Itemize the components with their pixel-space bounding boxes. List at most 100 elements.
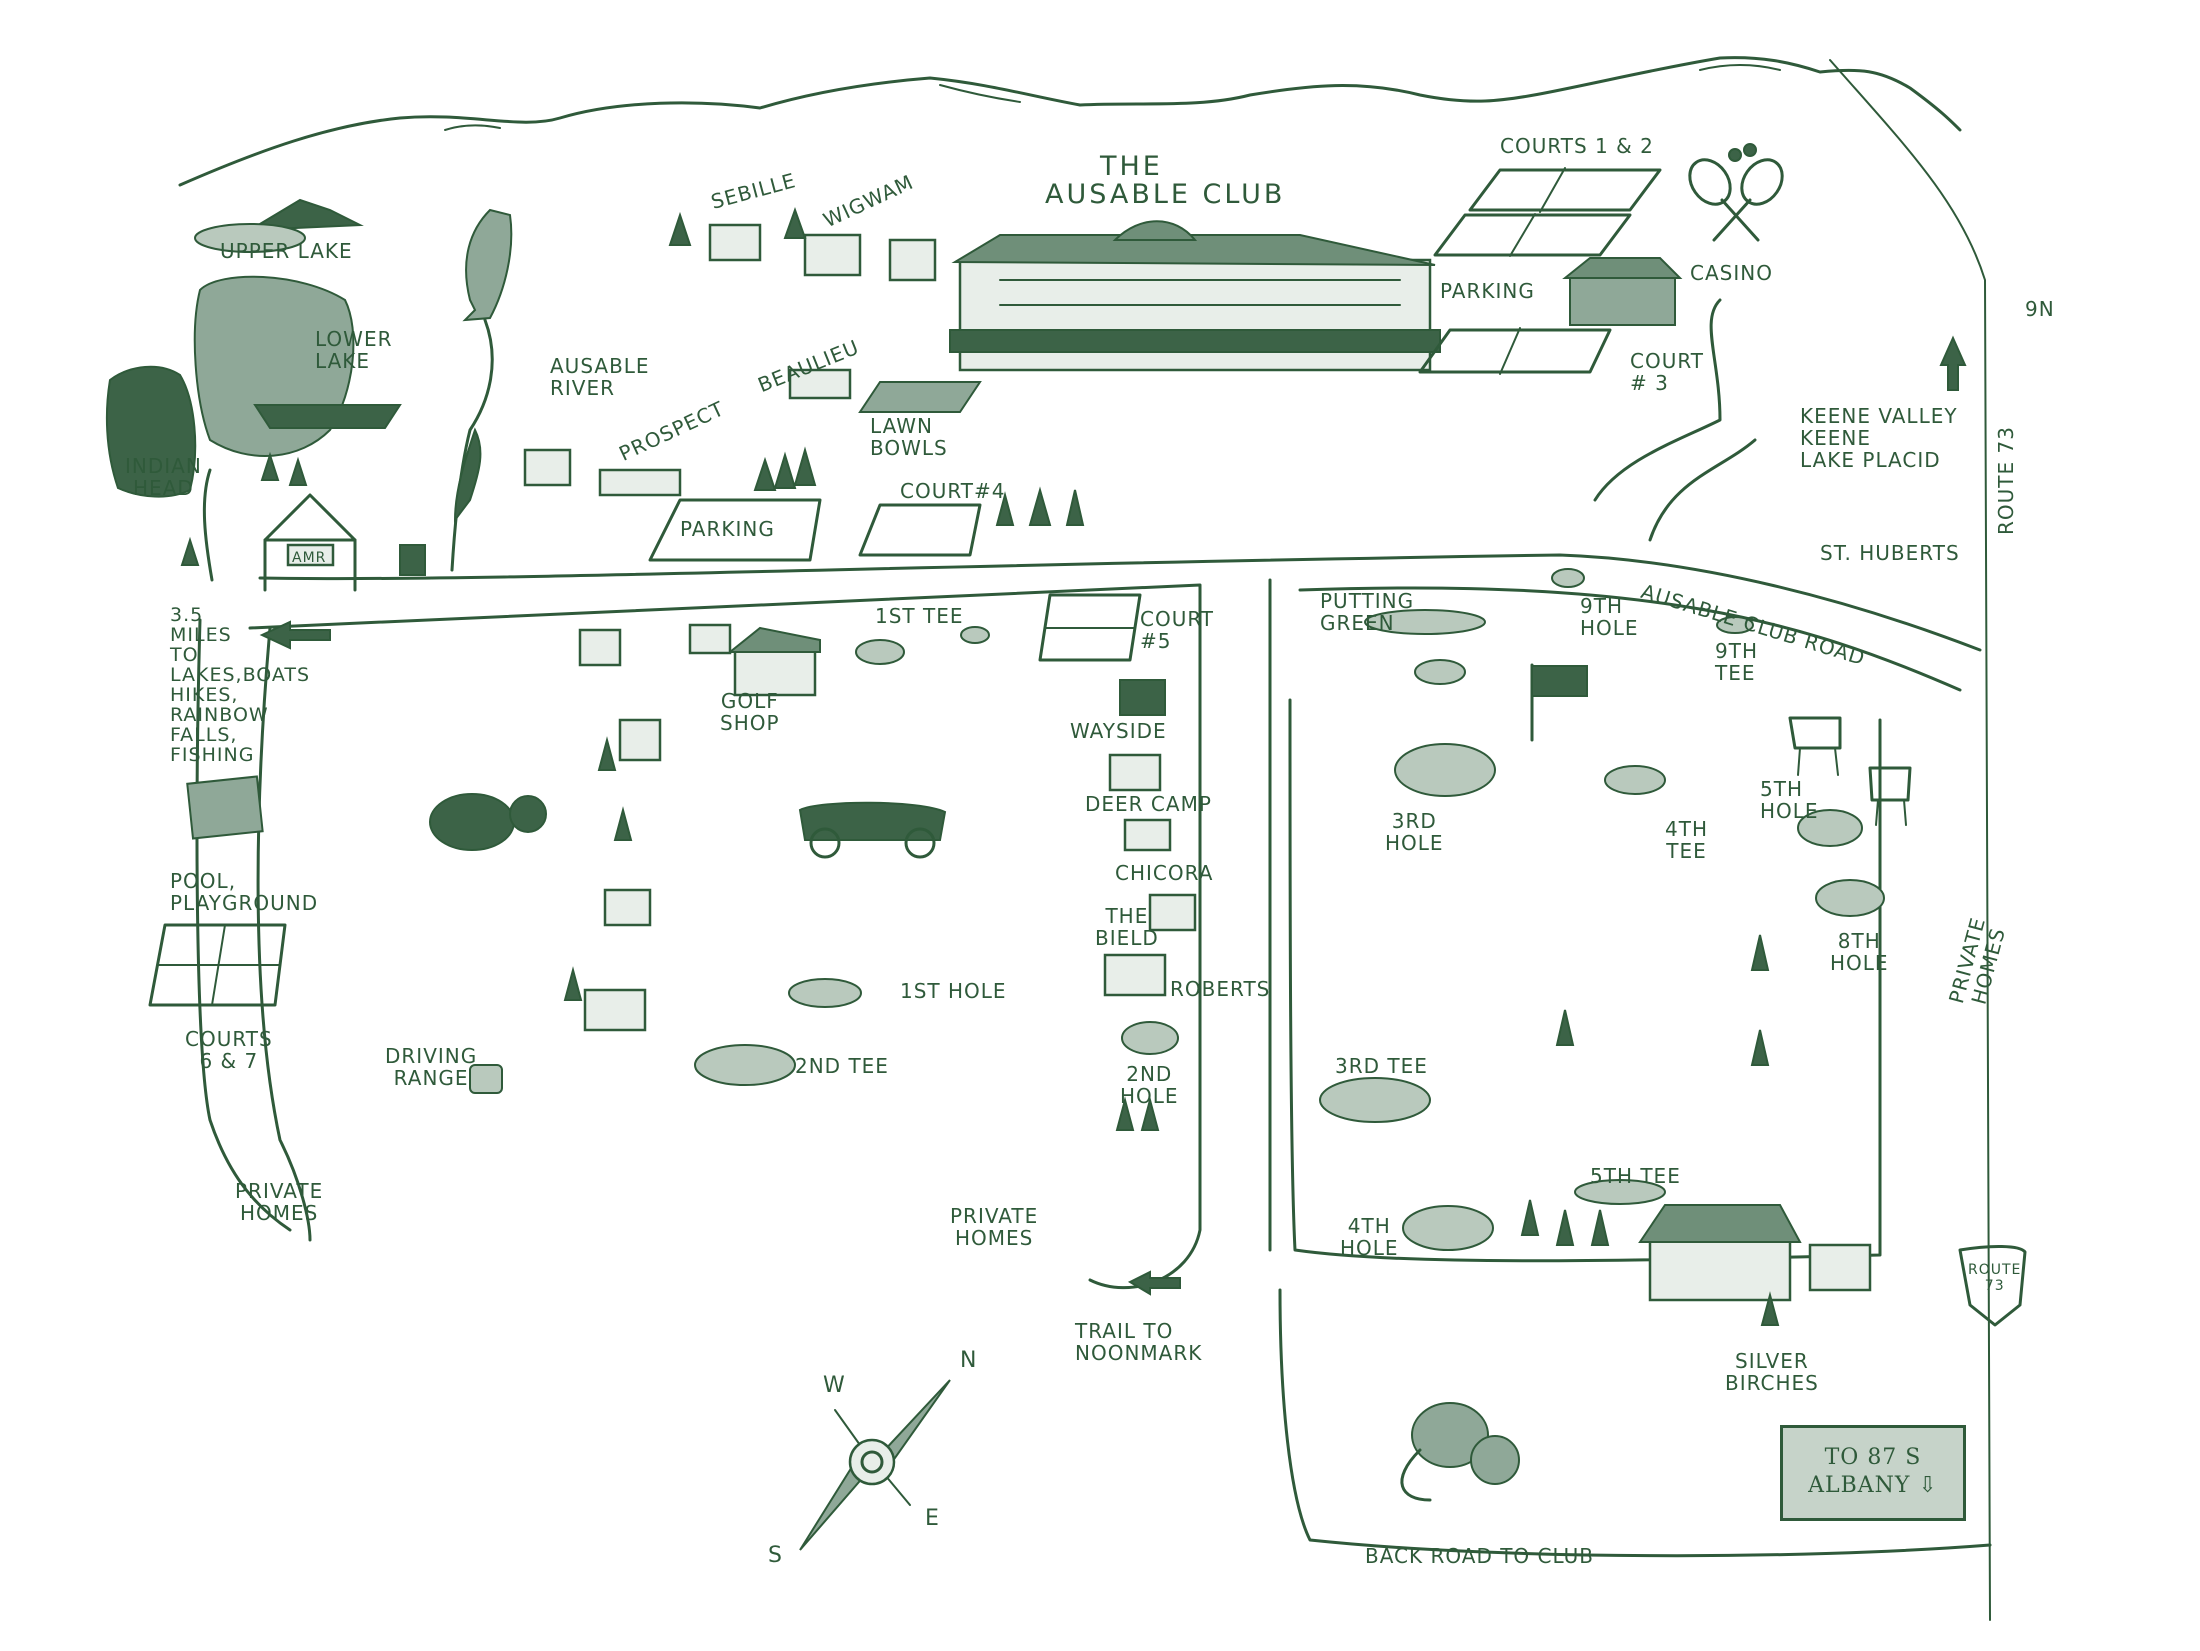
trout-icon <box>462 208 513 322</box>
route-73-label: ROUTE 73 <box>1994 426 2018 535</box>
st-huberts-label: ST. HUBERTS <box>1820 541 1960 565</box>
upper-lake <box>194 223 306 253</box>
ninth-tee-label: 9TH TEE <box>1715 639 1758 685</box>
mountain-skyline <box>178 56 1962 187</box>
putting-green-label: PUTTING GREEN <box>1320 589 1415 635</box>
indian-head-rock <box>105 365 197 498</box>
bear-icon <box>429 793 515 851</box>
trail-to-noonmark-label: TRAIL TO NOONMARK <box>1075 1319 1203 1365</box>
eighth-hole-green <box>1815 879 1885 917</box>
first-tee-label: 1ST TEE <box>875 604 964 628</box>
pool-label: POOL, PLAYGROUND <box>170 869 319 915</box>
court-5-label: COURT #5 <box>1140 607 1215 653</box>
putting-green <box>1364 609 1486 635</box>
mountain-upper-lake <box>249 198 364 231</box>
casino-building <box>1569 274 1676 326</box>
to-87-albany-label: TO 87 S ALBANY ⇩ <box>1808 1445 1938 1498</box>
indian-head-label: INDIAN HEAD <box>125 454 202 500</box>
ninth-hole-green <box>1551 568 1585 588</box>
fifth-tee-label: 5TH TEE <box>1590 1164 1681 1188</box>
club-title-line2: AUSABLE CLUB <box>1045 179 1286 210</box>
deer-icon <box>1788 716 1912 826</box>
lawn-bowls-label: LAWN BOWLS <box>870 414 948 460</box>
wayside-label: WAYSIDE <box>1070 719 1167 743</box>
courts-1-2-label: COURTS 1 & 2 <box>1500 134 1654 158</box>
private-homes-left-label: PRIVATE HOMES <box>235 1179 324 1225</box>
first-hole-label: 1ST HOLE <box>900 979 1007 1003</box>
golf-shop-label: GOLF SHOP <box>720 689 780 735</box>
pool <box>186 775 264 840</box>
fourth-tee-label: 4TH TEE <box>1665 817 1708 863</box>
arrow-icon-north <box>1939 335 1967 391</box>
lower-lake-label: LOWER LAKE <box>315 327 393 373</box>
court-4-label: COURT#4 <box>900 479 1006 503</box>
deer-camp-label: DEER CAMP <box>1085 792 1212 816</box>
casino-label: CASINO <box>1690 261 1773 285</box>
ausable-river-label: AUSABLE RIVER <box>550 354 650 400</box>
upper-lake-label: UPPER LAKE <box>220 239 353 263</box>
club-title-line1: THE <box>1100 151 1163 182</box>
lawn-bowls-green <box>858 381 982 413</box>
courts-1-2 <box>1433 167 1662 257</box>
fourth-hole-label: 4TH HOLE <box>1340 1214 1399 1260</box>
third-tee-label: 3RD TEE <box>1335 1054 1428 1078</box>
courts-6-7-label: COURTS 6 & 7 <box>185 1027 273 1073</box>
chicora-label: CHICORA <box>1115 861 1214 885</box>
route-9n-label: 9N <box>2025 297 2055 321</box>
ausable-club-road <box>258 553 1982 652</box>
third-hole-green <box>1394 743 1496 797</box>
court-5 <box>1038 593 1142 662</box>
court-4 <box>858 503 982 557</box>
second-hole-label: 2ND HOLE <box>1120 1062 1179 1108</box>
silver-birches-label: SILVER BIRCHES <box>1725 1349 1819 1395</box>
third-hole-label: 3RD HOLE <box>1385 809 1444 855</box>
tree-icon <box>180 207 1780 1326</box>
court-3-label: COURT # 3 <box>1630 349 1705 395</box>
flag-icon <box>1530 663 1588 742</box>
fifth-hole-label: 5TH HOLE <box>1760 777 1819 823</box>
parking-lower-label: PARKING <box>680 517 775 541</box>
third-tee <box>1319 1077 1431 1123</box>
golf-cart-icon <box>798 801 947 841</box>
compass-w-label: W <box>823 1373 846 1398</box>
tennis-rackets-icon <box>1688 143 1784 242</box>
fifth-hole-green <box>1797 809 1863 847</box>
route-73-shield-label: ROUTE 73 <box>1968 1262 2022 1294</box>
silver-birches-lodge <box>1638 1204 1872 1302</box>
second-tee-label: 2ND TEE <box>795 1054 889 1078</box>
compass-n-label: N <box>960 1348 978 1373</box>
raccoon-icon <box>1411 1402 1489 1468</box>
driving-range-label: DRIVING RANGE <box>385 1044 478 1090</box>
driving-range-tee <box>469 1064 503 1094</box>
arrow-icon-west <box>259 620 331 650</box>
back-road-label: BACK ROAD TO CLUB <box>1365 1544 1595 1568</box>
second-tee <box>694 1044 796 1086</box>
canoe-icon <box>253 404 402 429</box>
eighth-hole-label: 8TH HOLE <box>1830 929 1889 975</box>
to-87-albany-sign: TO 87 S ALBANY ⇩ <box>1780 1425 1966 1521</box>
parking-club-label: PARKING <box>1440 279 1535 303</box>
fourth-hole-green <box>1402 1205 1494 1251</box>
route-73-shield-icon <box>1958 1244 2027 1327</box>
courts-6-7 <box>148 923 287 1007</box>
compass-s-label: S <box>768 1543 783 1568</box>
ninth-hole-label: 9TH HOLE <box>1580 594 1639 640</box>
fifth-tee <box>1574 1179 1666 1205</box>
parking-lot <box>648 498 822 562</box>
miles-to-lakes-label: 3.5 MILES TO LAKES,BOATS HIKES, RAINBOW … <box>170 604 311 766</box>
ausable-club-building <box>949 220 1441 372</box>
first-hole-green <box>788 978 862 1008</box>
first-tee <box>855 639 905 665</box>
roberts-label: ROBERTS <box>1170 977 1271 1001</box>
compass-rose-icon <box>799 1379 951 1551</box>
gate-sign-label: AMR <box>292 550 327 566</box>
second-hole-green <box>1121 1021 1179 1055</box>
keene-valley-label: KEENE VALLEY KEENE LAKE PLACID <box>1800 404 1958 472</box>
the-bield-label: THE BIELD <box>1095 904 1159 950</box>
entrance-gate <box>263 493 357 592</box>
arrow-icon-trail <box>1127 1270 1181 1296</box>
compass-e-label: E <box>925 1506 940 1531</box>
private-homes-center-label: PRIVATE HOMES <box>950 1204 1039 1250</box>
